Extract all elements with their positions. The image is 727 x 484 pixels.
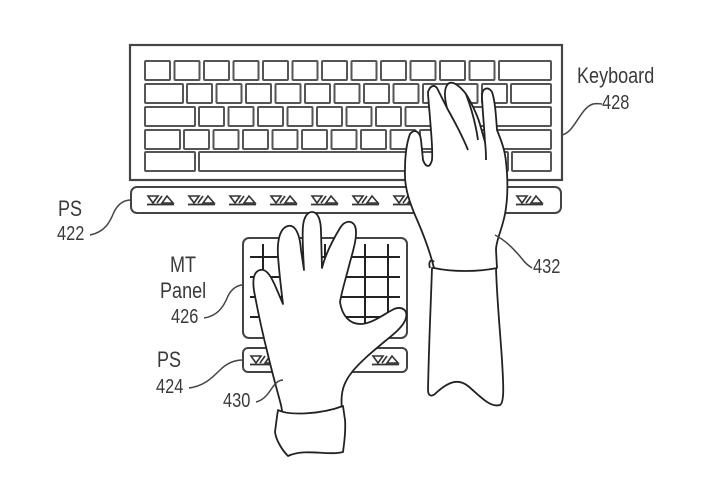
leader-lines [89, 102, 603, 403]
mt-panel-ref-number: 426 [171, 306, 199, 328]
leader-hand-430 [255, 379, 284, 403]
right-hand-ref-number: 432 [533, 256, 561, 278]
ps-top-ref-number: 422 [57, 223, 85, 245]
leader-mt-panel [203, 284, 244, 319]
left-hand-ref-number: 430 [223, 390, 251, 412]
mt-panel-label-line1: MT [170, 252, 197, 277]
ps-top-label: PS [58, 196, 83, 221]
keyboard-label: Keyboard [577, 63, 655, 88]
ps-bottom-ref-number: 424 [156, 376, 184, 398]
left-hand [252, 211, 408, 457]
keyboard-ref-number: 428 [602, 92, 630, 114]
leader-hand-432 [494, 234, 533, 269]
right-hand [404, 81, 509, 407]
leader-keyboard [561, 102, 603, 136]
mt-panel-label-line2: Panel [160, 278, 207, 303]
leader-ps-424 [188, 359, 244, 389]
leader-ps-422 [89, 199, 132, 236]
ps-bottom-label: PS [157, 347, 182, 372]
